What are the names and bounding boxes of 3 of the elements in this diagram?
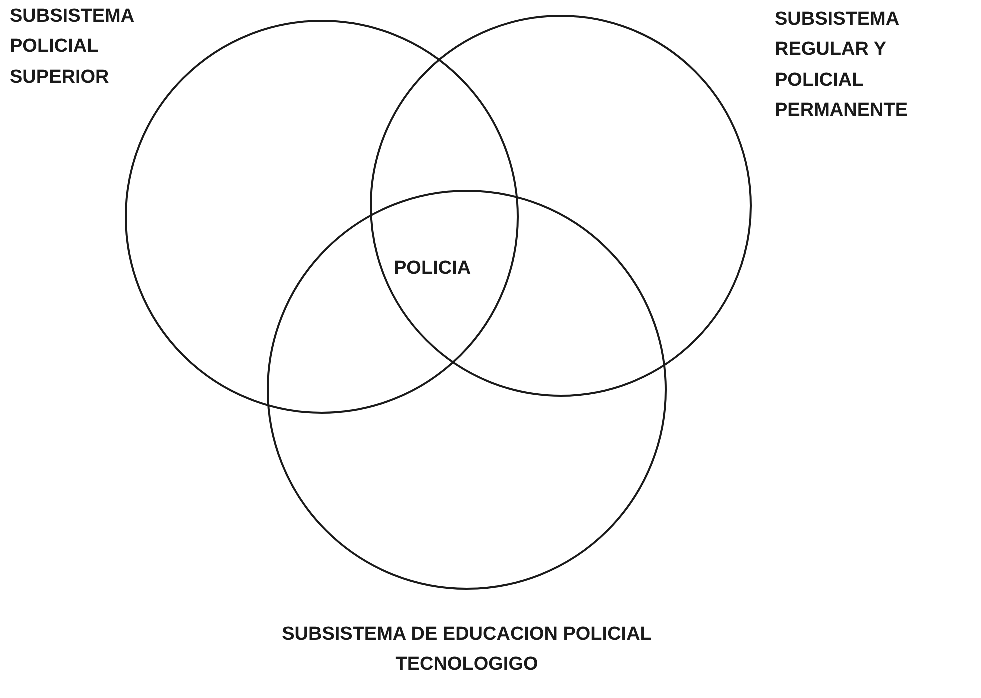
set-heading: SUBSISTEMA DE EDUCACION POLICIAL TECNOLOGIGO [281,623,653,678]
set-heading: SUBSISTEMA REGULAR Y POLICIAL PERMANENTE [775,8,910,124]
intersection-label: POLICIA [394,258,472,280]
